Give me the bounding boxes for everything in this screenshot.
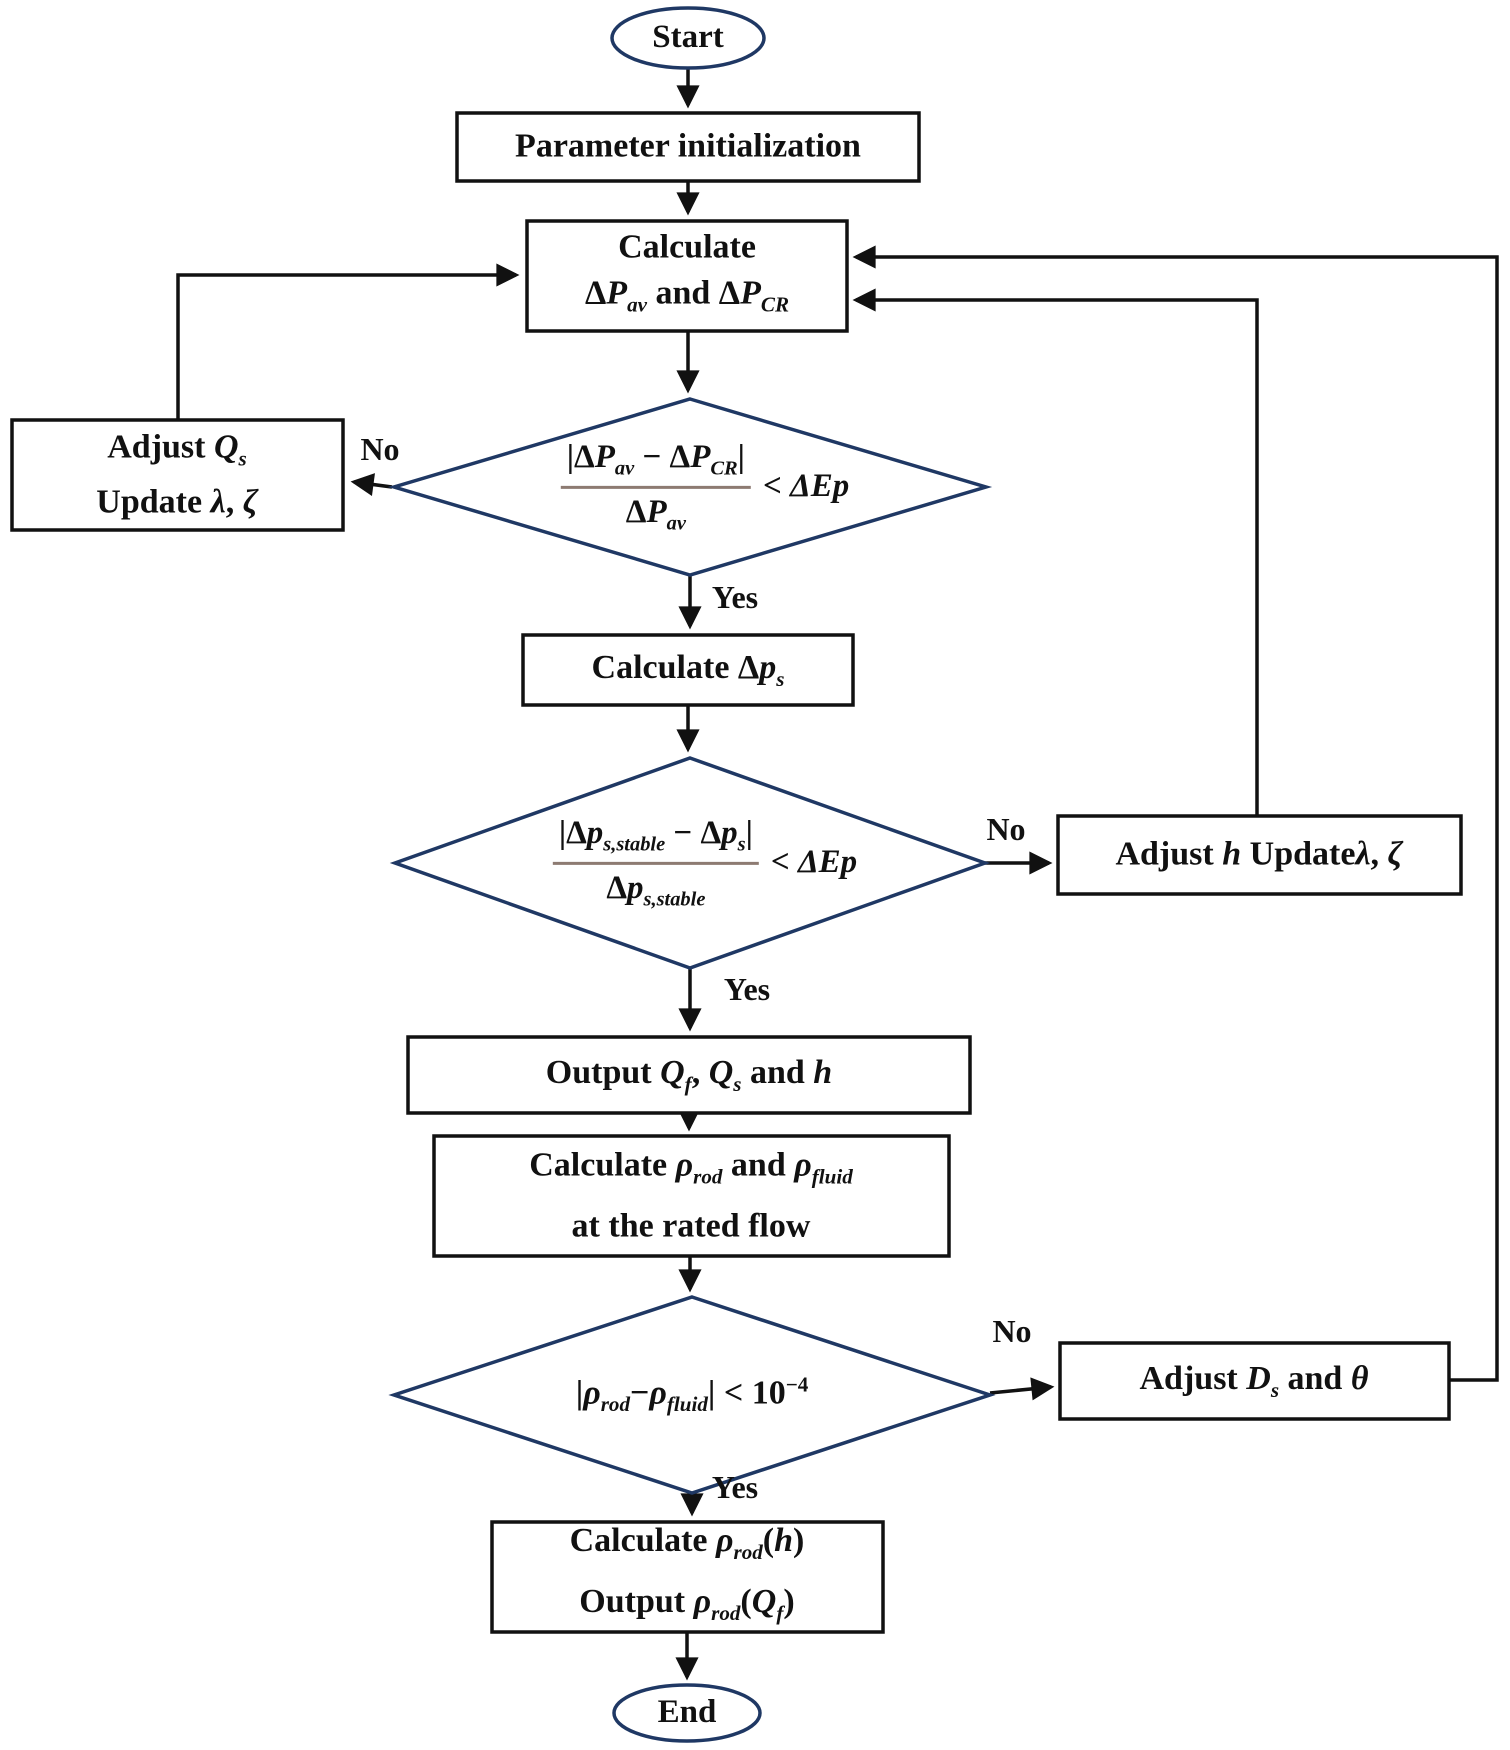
adjust-h-box — [1056, 814, 1463, 896]
calculate-dps-label: Calculate Δps — [591, 648, 785, 691]
start-terminator — [610, 6, 766, 70]
calculate-dp-line1: Calculate — [618, 228, 756, 266]
final-output-label: Calculate ρrod(h) Output ρrod(Qf) — [570, 1516, 805, 1638]
calculate-rho-label: Calculate ρrod and ρfluid at the rated f… — [529, 1141, 853, 1252]
decision2-condition: |Δps,stable − Δps| Δps,stable < ΔEp — [552, 814, 858, 912]
output-flows-label: Output Qf, Qs and h — [545, 1053, 833, 1096]
adjust-qs-label: Adjust Qs Update λ, ζ — [96, 426, 257, 525]
calculate-dps-box — [521, 633, 855, 707]
final-output-line2: Output ρrod(Qf) — [579, 1583, 795, 1625]
calculate-rho-line1: Calculate ρrod and ρfluid — [529, 1146, 853, 1189]
adjust-qs-line2: Update λ, ζ — [96, 483, 258, 521]
decision2-no-label: No — [986, 810, 1026, 847]
parameter-initialization-box — [455, 111, 921, 183]
feedback-adjusth-to-calcdp — [852, 288, 1259, 816]
decision3-no-label: No — [992, 1312, 1032, 1349]
output-flows-box — [406, 1035, 972, 1115]
end-label: End — [657, 1694, 717, 1731]
decision3-condition: |ρrod−ρfluid| < 10−4 — [575, 1372, 809, 1417]
decision2-fraction: |Δps,stable − Δps| Δps,stable — [552, 814, 759, 912]
feedback-adjustqs-to-calcdp — [176, 263, 520, 420]
adjust-ds-label: Adjust Ds and θ — [1139, 1359, 1369, 1402]
adjust-ds-box — [1058, 1341, 1451, 1421]
decision2-yes-label: Yes — [723, 970, 771, 1007]
parameter-initialization-label: Parameter initialization — [515, 127, 861, 165]
decision2-numerator: |Δps,stable − Δps| — [552, 814, 759, 865]
feedback-adjustds-to-calcdp — [852, 245, 1499, 1382]
decision1-comparison: < ΔEp — [762, 468, 850, 505]
arrow-decision1-no — [350, 473, 393, 497]
calculate-dp-label: Calculate ΔPav and ΔPCR — [585, 225, 789, 328]
calculate-rho-line2: at the rated flow — [571, 1207, 811, 1245]
final-output-line1: Calculate ρrod(h) — [569, 1522, 805, 1564]
calculate-dp-box — [525, 219, 849, 333]
calculate-rho-box — [432, 1134, 951, 1258]
decision3-diamond — [388, 1295, 996, 1495]
decision1-numerator: |ΔPav − ΔPCR| — [560, 438, 751, 489]
decision1-fraction: |ΔPav − ΔPCR| ΔPav — [560, 438, 751, 536]
end-terminator — [612, 1683, 762, 1743]
decision1-yes-label: Yes — [711, 578, 759, 615]
decision1-no-label: No — [360, 430, 400, 467]
adjust-h-label: Adjust h Updateλ, ζ — [1115, 835, 1403, 873]
final-output-box — [490, 1520, 885, 1634]
decision1-condition: |ΔPav − ΔPCR| ΔPav < ΔEp — [560, 438, 850, 536]
adjust-qs-line1: Adjust Qs — [107, 428, 247, 471]
start-label: Start — [652, 19, 724, 56]
decision2-comparison: < ΔEp — [770, 844, 858, 881]
calculate-dp-line2: ΔPav and ΔPCR — [584, 274, 790, 317]
arrow-decision3-no — [989, 1377, 1055, 1401]
adjust-qs-box — [10, 418, 345, 532]
decision1-denominator: ΔPav — [625, 494, 686, 535]
decision2-denominator: Δps,stable — [606, 870, 706, 911]
decision3-yes-label: Yes — [711, 1468, 759, 1505]
